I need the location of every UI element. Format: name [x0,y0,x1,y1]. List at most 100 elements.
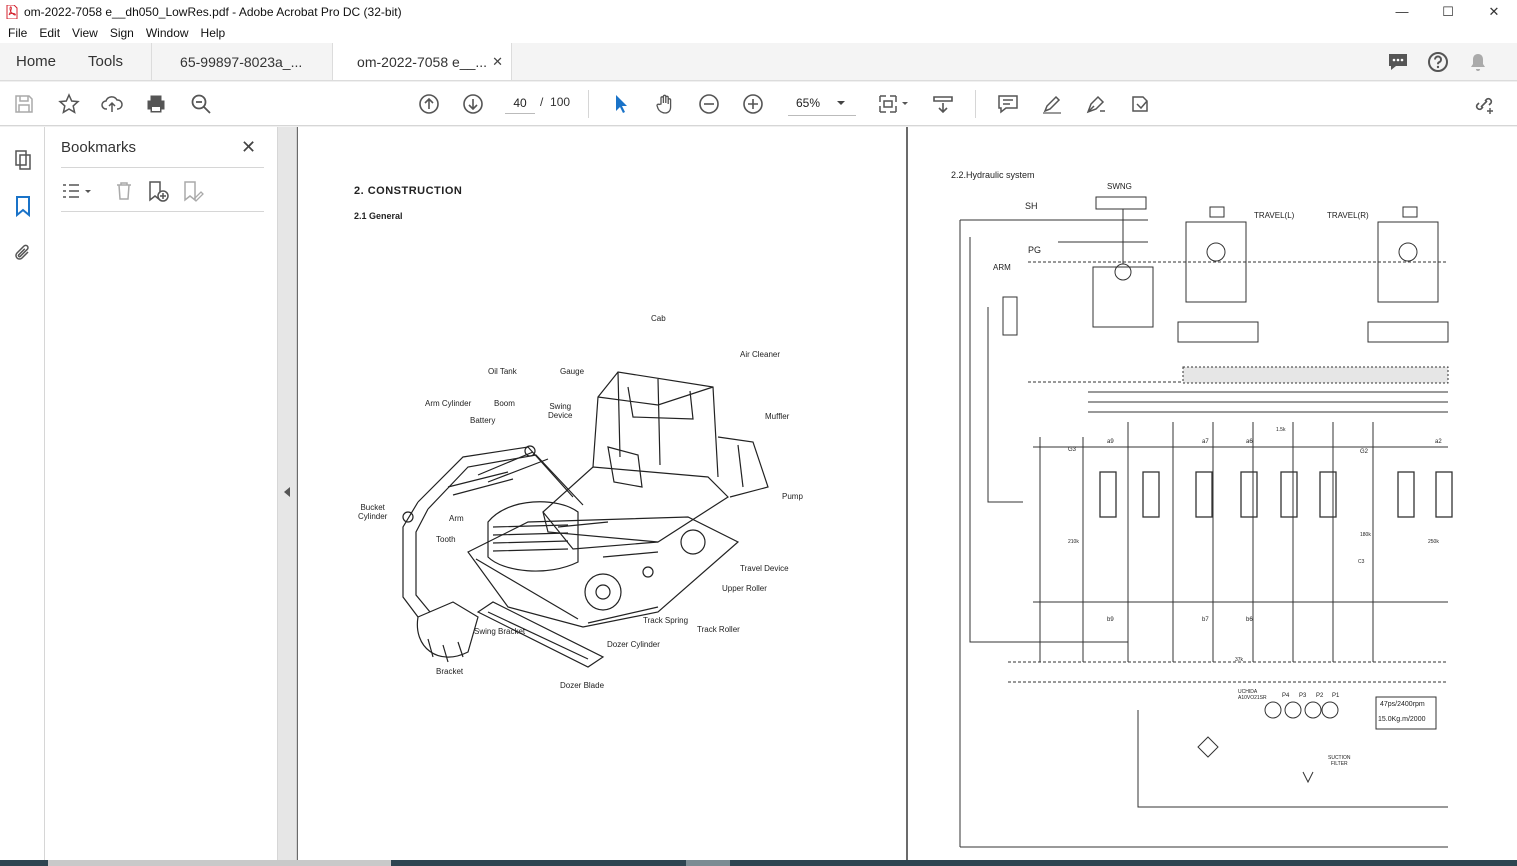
tab-home[interactable]: Home [16,53,57,70]
zoom-in-button[interactable] [741,92,765,116]
zoom-level-dropdown[interactable]: 65% [788,90,856,116]
new-bookmark-icon[interactable] [145,179,171,203]
bookmarks-icon[interactable] [11,194,35,218]
scrollbar-thumb[interactable] [686,860,730,866]
zoom-level-value: 65% [796,95,821,110]
minimize-button[interactable]: — [1395,4,1409,19]
close-window-button[interactable]: ✕ [1488,3,1500,19]
label-air-cleaner: Air Cleaner [740,350,781,359]
label-p1: P1 [1332,693,1340,699]
bookmark-options-icon[interactable] [61,179,93,203]
label-upper-roller: Upper Roller [722,584,767,593]
label-1-5k: 1.5k [1276,427,1286,433]
close-tab-icon[interactable]: ✕ [492,54,504,69]
menu-window[interactable]: Window [145,26,189,40]
comment-button[interactable] [996,92,1020,116]
comments-icon[interactable] [1387,51,1409,73]
scroll-mode-button[interactable] [931,92,955,116]
close-panel-icon[interactable]: ✕ [241,137,257,157]
label-pg: PG [1028,245,1042,255]
plus-circle-icon [743,94,763,114]
share-link-button[interactable] [1472,92,1496,116]
page-separator: / [540,95,544,109]
label-c3: C3 [1358,559,1365,565]
bookmarks-panel: Bookmarks ✕ [45,127,278,860]
menu-sign[interactable]: Sign [109,26,134,40]
print-button[interactable] [144,92,168,116]
arrow-up-circle-icon [419,94,439,114]
toolbar-divider [975,90,976,118]
acrobat-pdf-icon [6,4,18,19]
label-bucket-cylinder: Bucket Cylinder [358,503,388,521]
page-heading: 2. CONSTRUCTION [354,185,463,197]
maximize-button[interactable]: ☐ [1442,3,1454,19]
label-swing-device: Swing Device [548,402,573,420]
notifications-bell-icon[interactable] [1467,51,1489,73]
page-thumbnails-icon[interactable] [11,147,35,171]
label-arm: ARM [993,263,1011,272]
tab-tools[interactable]: Tools [88,53,124,70]
bookmark-properties-icon[interactable] [180,179,206,203]
taskbar-strip [0,860,1517,866]
next-page-button[interactable] [461,92,485,116]
label-dozer-cylinder: Dozer Cylinder [607,640,660,649]
label-battery: Battery [470,416,496,425]
menu-view[interactable]: View [72,26,98,40]
chevron-down-icon [837,100,845,105]
select-tool-button[interactable] [609,92,633,116]
scroll-page-icon [933,96,953,114]
page-display-button[interactable] [876,92,912,116]
label-sh: SH [1025,201,1038,211]
label-a9: a9 [1107,439,1114,445]
label-oil-tank: Oil Tank [488,367,517,376]
stamp-button[interactable] [1128,92,1152,116]
highlight-button[interactable] [1040,92,1064,116]
menu-edit[interactable]: Edit [39,26,61,40]
delete-bookmark-icon[interactable] [111,179,137,203]
label-suction-filter: SUCTION FILTER [1328,755,1351,767]
label-pump: Pump [782,492,803,501]
menu-help[interactable]: Help [200,26,226,40]
label-engine-torque: 15.0Kg.m/2000 [1378,716,1426,723]
label-p2: P2 [1316,693,1324,699]
label-p3: P3 [1299,693,1307,699]
label-b7: b7 [1202,617,1209,623]
zoom-out-button[interactable] [697,92,721,116]
pen-nib-icon [1086,95,1105,114]
find-button[interactable] [189,92,213,116]
label-swing: SWNG [1107,182,1132,191]
hand-icon [656,94,672,114]
page-number-input[interactable] [505,92,535,114]
horizontal-scrollbar[interactable] [48,860,391,866]
tab-document-2-active[interactable]: om-2022-7058 e__... ✕ [332,43,513,80]
upload-button[interactable] [100,92,124,116]
menu-file[interactable]: File [8,26,28,40]
hand-tool-button[interactable] [653,92,677,116]
label-cab: Cab [651,314,666,323]
attachments-paperclip-icon[interactable] [11,241,35,265]
save-button[interactable] [12,92,36,116]
collapse-panel-handle[interactable] [278,127,297,860]
tab-document-1[interactable]: 65-99897-8023a_... [151,43,332,80]
cloud-upload-icon [101,96,123,112]
label-p4: P4 [1282,693,1290,699]
panel-divider [61,167,264,168]
minus-circle-icon [699,94,719,114]
draw-button[interactable] [1084,92,1108,116]
label-track-spring: Track Spring [643,616,689,625]
label-boom: Boom [494,399,515,408]
bookmark-star-button[interactable] [57,92,81,116]
page-total: / 100 [540,95,570,109]
label-arm: Arm [449,514,464,523]
title-bar: om-2022-7058 e__dh050_LowRes.pdf - Adobe… [0,0,1517,23]
help-icon[interactable] [1427,51,1449,73]
window-title: om-2022-7058 e__dh050_LowRes.pdf - Adobe… [24,4,402,19]
label-tooth: Tooth [436,535,456,544]
tab-document-2-label: om-2022-7058 e__... [357,53,488,70]
label-b9: b9 [1107,617,1114,623]
sticky-note-icon [998,95,1018,114]
menu-bar: File Edit View Sign Window Help [0,23,1517,43]
document-view[interactable]: 2. CONSTRUCTION 2.1 General [297,127,1517,860]
label-g3: G3 [1068,447,1077,453]
previous-page-button[interactable] [417,92,441,116]
